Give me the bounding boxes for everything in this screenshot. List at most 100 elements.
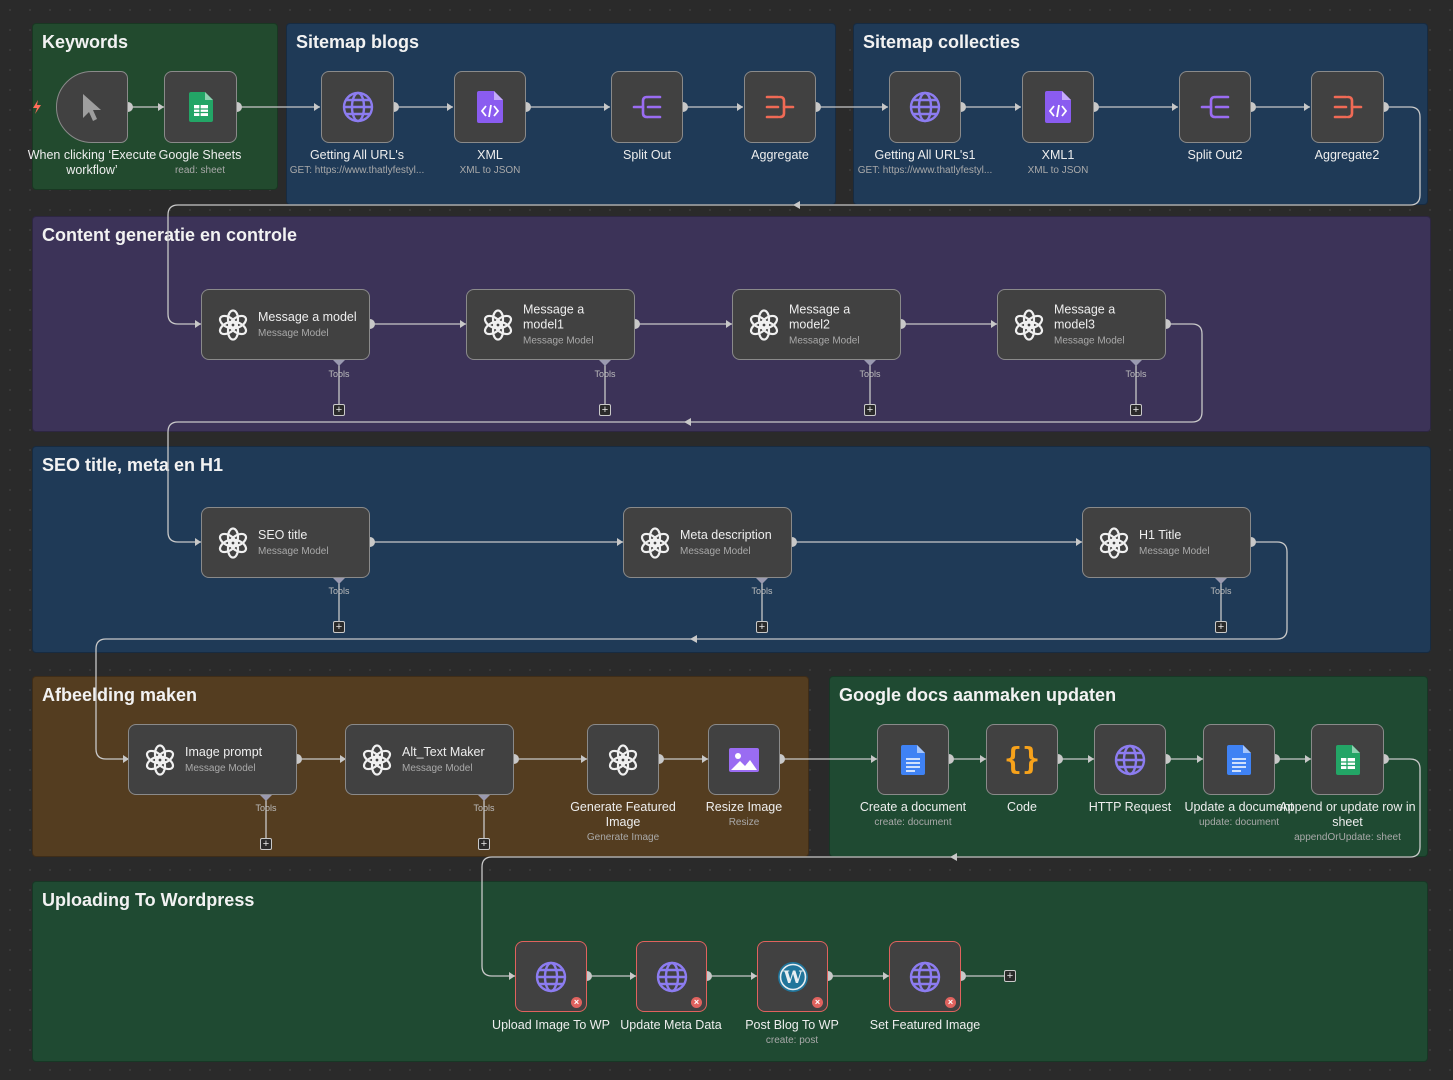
node-subtitle: XML to JSON xyxy=(1027,165,1089,176)
node-seo-title[interactable]: SEO title Message Model xyxy=(201,507,370,578)
node-manual-trigger[interactable] xyxy=(56,71,128,143)
node-name: Message a model1 xyxy=(523,302,585,331)
add-tool-button[interactable]: + xyxy=(260,838,272,850)
error-icon: × xyxy=(571,997,582,1008)
add-tool-button[interactable]: + xyxy=(864,404,876,416)
node-name: Message a model xyxy=(258,309,357,324)
node-subtitle: GET: https://www.thatlyfestyl... xyxy=(289,165,425,176)
arrowhead xyxy=(1304,103,1310,111)
node-getting-all-urls1[interactable] xyxy=(889,71,961,143)
node-code[interactable]: {} xyxy=(986,724,1058,795)
tool-connection xyxy=(338,578,1222,621)
node-generate-featured-image[interactable] xyxy=(587,724,659,795)
node-label: Update Meta Data xyxy=(611,1018,731,1033)
node-update-meta-data[interactable]: × xyxy=(636,941,707,1012)
tools-label: Tools xyxy=(328,369,350,379)
arrowhead xyxy=(123,755,129,763)
node-name: XML1 xyxy=(1041,148,1075,162)
google-sheets-icon xyxy=(184,90,218,124)
node-subtitle: create: document xyxy=(874,817,952,828)
node-resize-image[interactable] xyxy=(708,724,780,795)
node-create-a-document[interactable] xyxy=(877,724,949,795)
openai-icon xyxy=(747,308,781,342)
openai-icon xyxy=(638,526,672,560)
node-message-a-model2[interactable]: Message a model2 Message Model xyxy=(732,289,901,360)
add-tool-button[interactable]: + xyxy=(1130,404,1142,416)
node-message-a-model[interactable]: Message a model Message Model xyxy=(201,289,370,360)
openai-icon xyxy=(1097,526,1131,560)
node-xml[interactable] xyxy=(454,71,526,143)
image-icon xyxy=(727,743,761,777)
node-set-featured-image[interactable]: × xyxy=(889,941,961,1012)
node-name: HTTP Request xyxy=(1088,800,1172,814)
add-tool-button[interactable]: + xyxy=(478,838,490,850)
arrowhead xyxy=(751,972,757,980)
node-name: Message a model3 xyxy=(1054,302,1116,331)
return-arrow xyxy=(690,635,697,643)
node-name: SEO title xyxy=(258,527,308,542)
node-google-sheets[interactable] xyxy=(164,71,237,143)
node-split-out2[interactable] xyxy=(1179,71,1251,143)
node-h1-title[interactable]: H1 Title Message Model xyxy=(1082,507,1251,578)
node-subtitle: GET: https://www.thatlyfestyl... xyxy=(857,165,993,176)
add-tool-button[interactable]: + xyxy=(599,404,611,416)
node-append-or-update-row[interactable] xyxy=(1311,724,1384,795)
group-title: Sitemap blogs xyxy=(296,32,420,52)
arrowhead xyxy=(158,103,164,111)
openai-icon xyxy=(1012,308,1046,342)
node-subtitle: XML to JSON xyxy=(459,165,521,176)
node-label: Code xyxy=(962,800,1082,815)
add-node-button[interactable]: + xyxy=(1004,970,1016,982)
node-name: Post Blog To WP xyxy=(745,1018,839,1032)
group-title: SEO title, meta en H1 xyxy=(42,455,224,475)
xml-file-icon xyxy=(1041,90,1075,124)
arrowhead xyxy=(1305,755,1311,763)
arrowhead xyxy=(1088,755,1094,763)
openai-icon xyxy=(606,743,640,777)
tools-label: Tools xyxy=(594,369,616,379)
node-name: Code xyxy=(1007,800,1037,814)
node-label: When clicking ‘Execute workflow’ xyxy=(22,148,162,178)
node-message-a-model1[interactable]: Message a model1 Message Model xyxy=(466,289,635,360)
node-post-blog-to-wp[interactable]: W × xyxy=(757,941,828,1012)
globe-icon xyxy=(534,960,568,994)
add-tool-button[interactable]: + xyxy=(1215,621,1227,633)
arrowhead xyxy=(630,972,636,980)
arrowhead xyxy=(314,103,320,111)
node-alt-text-maker[interactable]: Alt_Text Maker Message Model xyxy=(345,724,514,795)
arrowhead xyxy=(737,103,743,111)
node-name: H1 Title xyxy=(1139,527,1182,542)
node-aggregate[interactable] xyxy=(744,71,816,143)
xml-file-icon xyxy=(473,90,507,124)
add-tool-button[interactable]: + xyxy=(333,621,345,633)
node-name: Aggregate xyxy=(751,148,809,162)
node-name: Google Sheets xyxy=(158,148,242,162)
node-image-prompt[interactable]: Image prompt Message Model xyxy=(128,724,297,795)
node-http-request[interactable] xyxy=(1094,724,1166,795)
node-getting-all-urls[interactable] xyxy=(321,71,394,143)
add-tool-button[interactable]: + xyxy=(756,621,768,633)
node-subtitle: appendOrUpdate: sheet xyxy=(1294,832,1401,843)
node-name: Alt_Text Maker xyxy=(402,744,485,759)
node-split-out[interactable] xyxy=(611,71,683,143)
node-label: Split Out xyxy=(587,148,707,163)
node-upload-image-to-wp[interactable]: × xyxy=(515,941,587,1012)
openai-icon xyxy=(143,743,177,777)
node-aggregate2[interactable] xyxy=(1311,71,1384,143)
arrowhead xyxy=(1197,755,1203,763)
arrowhead xyxy=(617,538,623,546)
node-message-a-model3[interactable]: Message a model3 Message Model xyxy=(997,289,1166,360)
node-meta-description[interactable]: Meta description Message Model xyxy=(623,507,792,578)
group-title: Keywords xyxy=(42,32,129,52)
add-tool-button[interactable]: + xyxy=(333,404,345,416)
node-update-a-document[interactable] xyxy=(1203,724,1275,795)
group-wordpress[interactable]: Uploading To Wordpress xyxy=(32,881,1428,1062)
node-name: Meta description xyxy=(680,527,772,542)
node-name: Aggregate2 xyxy=(1314,148,1380,162)
node-subtitle: update: document xyxy=(1198,817,1280,828)
node-name: Getting All URL's1 xyxy=(874,148,976,162)
node-xml1[interactable] xyxy=(1022,71,1094,143)
arrowhead xyxy=(604,103,610,111)
node-subtitle: Message Model xyxy=(523,335,594,346)
google-sheets-icon xyxy=(1331,743,1365,777)
